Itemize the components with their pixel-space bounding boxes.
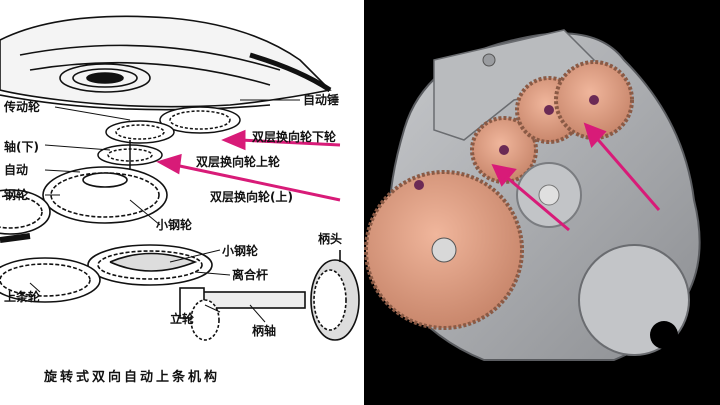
label-small-steel-lever: 小钢轮 bbox=[222, 244, 259, 258]
label-stem: 柄轴 bbox=[252, 324, 277, 338]
right-photo-panel bbox=[364, 0, 720, 405]
small-steel-wheel-and-clutch bbox=[0, 244, 213, 303]
reversing-wheels bbox=[97, 106, 241, 170]
stem-and-crown bbox=[179, 250, 360, 341]
annotation-arrows-left bbox=[156, 129, 341, 202]
panel-divider bbox=[360, 0, 364, 405]
label-auto-top: 自动锤 bbox=[303, 93, 340, 107]
reversing-copper-wheels bbox=[414, 60, 634, 190]
winding-mechanism-drawing bbox=[0, 15, 360, 341]
label-reversing-upper-alt: 双层换向轮(上) bbox=[210, 190, 293, 204]
label-auto-left: 自动 bbox=[4, 163, 29, 177]
label-gear-left: 传动轮 bbox=[4, 100, 41, 114]
annotation-arrows-right bbox=[491, 122, 661, 232]
large-copper-wheel bbox=[364, 170, 524, 330]
label-axle-lower: 轴(下) bbox=[4, 140, 39, 154]
label-mainspring: 上条轮 bbox=[4, 290, 41, 304]
label-reversing-upper: 双层换向轮上轮 bbox=[196, 155, 281, 169]
left-diagram-panel: 自动锤 双层换向轮下轮 双层换向轮上轮 双层换向轮(上) 传动轮 轴(下) 自动… bbox=[0, 15, 360, 385]
label-steel-left: 钢轮 bbox=[4, 188, 29, 202]
steel-wheel bbox=[0, 166, 168, 243]
diagram-caption: 旋转式双向自动上条机构 bbox=[44, 370, 221, 385]
label-reversing-lower: 双层换向轮下轮 bbox=[252, 130, 337, 144]
label-crown: 柄头 bbox=[318, 232, 343, 246]
movement-photo bbox=[364, 29, 701, 361]
plate-hole bbox=[650, 321, 678, 349]
screw bbox=[482, 53, 496, 67]
label-clutch-lever: 离合杆 bbox=[232, 268, 269, 282]
label-small-steel: 小钢轮 bbox=[156, 218, 193, 232]
rotor-weight bbox=[0, 15, 332, 111]
leader-lines bbox=[29, 99, 300, 323]
label-vertical-wheel: 立轮 bbox=[170, 312, 195, 326]
